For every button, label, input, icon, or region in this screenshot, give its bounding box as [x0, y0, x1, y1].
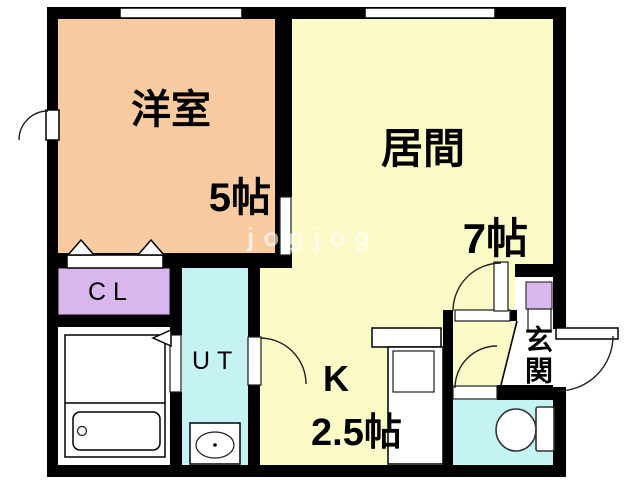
- hall-doorway: [454, 309, 511, 322]
- bathroom-door-triangle-icon: [151, 328, 172, 348]
- entrance-step-edge: [500, 320, 518, 386]
- wall-room-divider: [275, 19, 292, 197]
- western-room-size: 5帖: [208, 176, 272, 220]
- closet-sliding-door: [66, 254, 164, 269]
- western-room-door-swing-icon: [18, 110, 49, 141]
- shoe-cabinet-icon: [525, 281, 553, 310]
- window-western-room-icon: [119, 7, 243, 19]
- western-room-label: 洋室 5帖: [131, 88, 271, 220]
- sliding-door-between-rooms: [279, 196, 292, 256]
- toilet-door-leaf: [452, 385, 498, 400]
- western-room-floor: [58, 19, 275, 253]
- kitchen-label: K: [323, 358, 349, 399]
- bathtub-drain-icon: [76, 425, 88, 437]
- wall-utility-right-upper: [248, 253, 260, 337]
- front-door-swing-icon: [557, 335, 614, 392]
- kitchen-size-label: 2.5帖: [311, 412, 402, 454]
- wall-bottom: [47, 465, 566, 477]
- utility-label: UT: [192, 347, 240, 375]
- western-room-door-leaf: [45, 109, 60, 141]
- utility-door-swing-icon: [259, 337, 307, 385]
- entrance-label: 玄関: [522, 325, 553, 387]
- western-room-name: 洋室: [131, 88, 211, 132]
- bathroom-door-leaf: [169, 334, 182, 393]
- living-room-size: 7帖: [462, 215, 529, 262]
- kitchen-sink-icon: [392, 350, 435, 393]
- wall-utility-right-lower: [248, 385, 260, 465]
- bathtub-icon: [72, 411, 161, 451]
- wall-room-divider-sliver: [275, 197, 280, 255]
- living-room-label: 居間 7帖: [381, 126, 528, 261]
- wall-toilet-top: [497, 385, 553, 400]
- entrance-step: [527, 308, 552, 332]
- hall-door-swing-icon: [452, 262, 502, 312]
- wall-below-closet: [47, 315, 182, 327]
- hall-door-leaf: [493, 261, 509, 312]
- wall-left: [47, 7, 58, 477]
- wall-bath-right-lower: [170, 392, 182, 465]
- closet-door-triangle-icon: [136, 238, 166, 256]
- kitchen-counter-top: [371, 327, 442, 348]
- watermark: jogjog: [247, 222, 379, 252]
- living-room-floor: [292, 19, 553, 264]
- living-room-name: 居間: [381, 125, 466, 172]
- closet-label: CL: [88, 278, 134, 306]
- utility-door-leaf: [247, 336, 262, 386]
- toilet-door-swing-icon: [454, 345, 498, 389]
- wall-hall-door-jamb: [510, 310, 517, 321]
- hallway-floor: [453, 321, 517, 385]
- wall-kitchen-right: [443, 310, 453, 465]
- window-living-room-icon: [364, 7, 496, 19]
- toilet-tank-icon: [535, 406, 555, 452]
- wall-right-lower: [553, 387, 566, 477]
- wall-right-upper: [553, 7, 566, 329]
- closet-door-triangle-icon: [66, 238, 96, 256]
- front-door-leaf: [555, 327, 619, 340]
- toilet-bowl-icon: [495, 408, 537, 452]
- wall-entrance-top: [515, 264, 553, 277]
- washing-machine-pan-dot: [213, 443, 217, 447]
